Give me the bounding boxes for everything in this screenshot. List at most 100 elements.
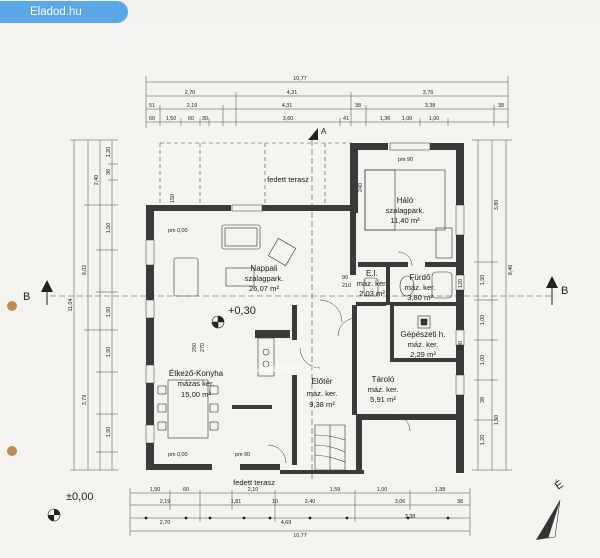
dim-left-3: 3,79 [82,395,88,406]
dim-bottom-r3-2: 4,69 [281,520,292,526]
dim-bottom-r1-5: 1,00 [377,487,388,493]
dim-bottom-overall: 10,77 [293,533,307,539]
section-a-label: A [321,127,327,136]
binder-hole-bottom [7,446,17,456]
door-swings [267,251,413,464]
door-240: 240 [358,183,364,192]
dim-top-r3-6: 38 [498,103,504,109]
etkezo-area: 15,00 m² [181,390,211,399]
dim-right-6: 38 [480,397,486,403]
dim-left-5: 1,50 [106,223,112,234]
dim-left-2: 9,02 [82,265,88,276]
windows [145,142,465,444]
door-90: 90 [342,275,348,281]
dim-top-overall: 10,77 [293,76,307,82]
nappali-area: 26,07 m² [249,284,279,293]
top-dimension-chain [145,76,509,128]
dim-bottom-r3-3: 3,38 [405,514,416,520]
level-marker-upper [211,315,225,329]
north-arrow-icon [536,499,561,540]
halo-floor: szalagpark. [386,206,425,215]
furniture [157,169,453,471]
dim-top-r4-6: 41 [343,116,349,122]
tarolo-floor: máz. ker. [368,385,399,394]
level-marker-ground [47,508,61,522]
door-250: 250 [192,343,198,352]
level-upper: +0,30 [228,305,256,317]
terrace-bottom-name: fedett terasz [233,478,275,487]
furdo-name: Fürdő [410,273,431,282]
paper-sheet [0,24,600,558]
dim-bottom-r2-5: 3,06 [395,499,406,505]
interior-walls [232,205,460,465]
furdo-area: 3,80 m² [407,293,433,302]
door-270: 270 [200,343,206,352]
dim-right-1: 9,46 [508,265,514,276]
dim-right-2: 3,80 [494,200,500,211]
halo-area: 11,40 m² [390,216,420,225]
dim-top-r2-1: 2,70 [185,90,196,96]
dim-bottom-r1-3: 2,10 [248,487,259,493]
dim-left-8: 1,50 [106,427,112,438]
dim-right-5: 1,00 [480,355,486,366]
badge-tld: .hu [65,6,82,18]
dim-top-r4-9: 1,00 [429,116,440,122]
eloter-name: Előtér [312,377,333,386]
dim-bottom-r1-6: 1,38 [435,487,446,493]
dim-top-r4-3: 60 [188,116,194,122]
binder-hole-top [7,301,17,311]
door-100: 100 [458,341,464,350]
pm-bottom-mid: pm 90 [235,452,250,458]
pm-top-right: pm 90 [398,157,413,163]
eladod-badge[interactable]: Eladod.hu [0,1,128,23]
dim-left-1: 11,04 [68,298,74,311]
left-dimension-chain [70,139,118,471]
dim-bottom-r1-2: 60 [183,487,189,493]
dim-top-r3-5: 3,38 [425,103,436,109]
door-150: 150 [170,194,176,203]
el-area: 2,03 m² [359,289,385,298]
eloter-area: 9,38 m² [309,400,335,409]
dim-top-r4-1: 60 [149,116,155,122]
dim-top-r3-1: 51 [149,103,155,109]
door-210: 210 [342,283,351,289]
dim-top-r3-2: 2,19 [187,103,198,109]
halo-name: Háló [397,196,414,205]
dim-right-7: 1,20 [480,435,486,446]
etkezo-name: Étkező-Konyha [169,369,224,378]
dim-bottom-r2-3: 10 [272,499,278,505]
furdo-floor: máz. ker. [405,283,436,292]
dim-bottom-r2-6: 38 [457,499,463,505]
dim-top-r4-4: 30 [202,116,208,122]
section-b-right-marker [546,276,558,305]
eloter-floor: máz. ker. [307,389,338,398]
dim-top-r3-3: 4,31 [282,103,293,109]
dim-right-4: 1,00 [480,315,486,326]
dim-top-r4-8: 1,00 [402,116,413,122]
gepeszeti-area: 2,29 m² [410,350,436,359]
el-floor: máz. ker. [357,279,388,288]
pm-bottom-left: pm 0,00 [168,452,187,458]
gepeszeti-name: Gépészeti h. [401,330,446,339]
dim-top-r3-4: 38 [355,103,361,109]
pm-top-left: pm 0,00 [168,228,187,234]
dim-left-10: 1,20 [106,147,112,158]
dim-top-r4-5: 3,60 [283,116,294,122]
right-dimension-chain [472,139,512,471]
dim-top-r4-7: 1,36 [380,116,391,122]
exterior-walls [146,143,464,474]
dim-bottom-r2-1: 2,19 [160,499,171,505]
dim-bottom-r1-1: 1,50 [150,487,161,493]
section-b-left-label: B [23,291,30,303]
el-name: E.I. [366,269,378,278]
dim-left-4: 2,40 [94,175,100,186]
dim-bottom-r1-4: 1,59 [330,487,341,493]
section-a-marker [308,128,318,140]
terrace-top-outline [159,142,352,205]
level-ground: ±0,00 [66,491,93,503]
bottom-dimension-chain [129,488,471,536]
nappali-name: Nappali [250,264,277,273]
dim-top-r2-3: 3,76 [423,90,434,96]
dim-right-8: 1,50 [494,415,500,426]
